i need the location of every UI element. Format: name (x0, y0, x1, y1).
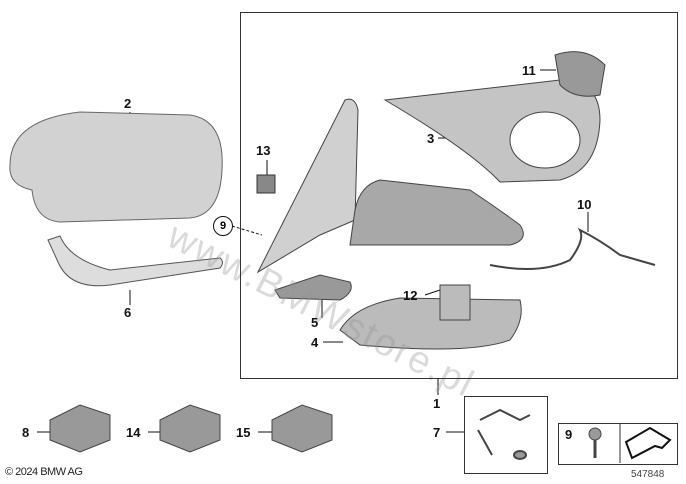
cover-5 (274, 274, 352, 301)
mirror-cap (9, 111, 223, 223)
diagram-number: 547848 (631, 469, 665, 480)
motor (554, 51, 606, 97)
label-8: 8 (22, 425, 30, 440)
box-icons (49, 404, 333, 453)
turn-signal (47, 235, 223, 287)
copyright: © 2024 BMW AG (5, 466, 83, 478)
label-9-circled: 9 (213, 216, 233, 236)
label-12: 12 (403, 288, 418, 303)
box-icon-8 (49, 404, 111, 453)
screw-icon (588, 427, 602, 458)
mirror-base (256, 98, 359, 274)
screw-frame (558, 423, 678, 465)
clip-set-frame (464, 396, 548, 474)
label-13: 13 (256, 143, 271, 158)
control-unit (439, 284, 471, 321)
lower-trim (339, 297, 522, 350)
label-15: 15 (236, 425, 251, 440)
label-14: 14 (126, 425, 141, 440)
label-1: 1 (433, 396, 441, 411)
arrow-symbol-icon (624, 426, 672, 460)
label-4: 4 (311, 335, 319, 350)
label-11: 11 (522, 63, 536, 78)
box-icon-14 (159, 404, 221, 453)
label-10: 10 (577, 197, 592, 212)
wire-harness (489, 227, 656, 270)
label-3: 3 (427, 131, 435, 146)
assembly-frame (240, 12, 678, 379)
label-6: 6 (124, 305, 132, 320)
bulb-13 (256, 174, 276, 194)
box-icon-15 (271, 404, 333, 453)
clip-set (477, 408, 531, 460)
label-5: 5 (311, 315, 319, 330)
label-7: 7 (433, 425, 441, 440)
label-9-screw: 9 (565, 427, 573, 442)
frame-opening (509, 111, 581, 169)
mirror-housing (349, 179, 524, 246)
label-2: 2 (124, 96, 132, 111)
